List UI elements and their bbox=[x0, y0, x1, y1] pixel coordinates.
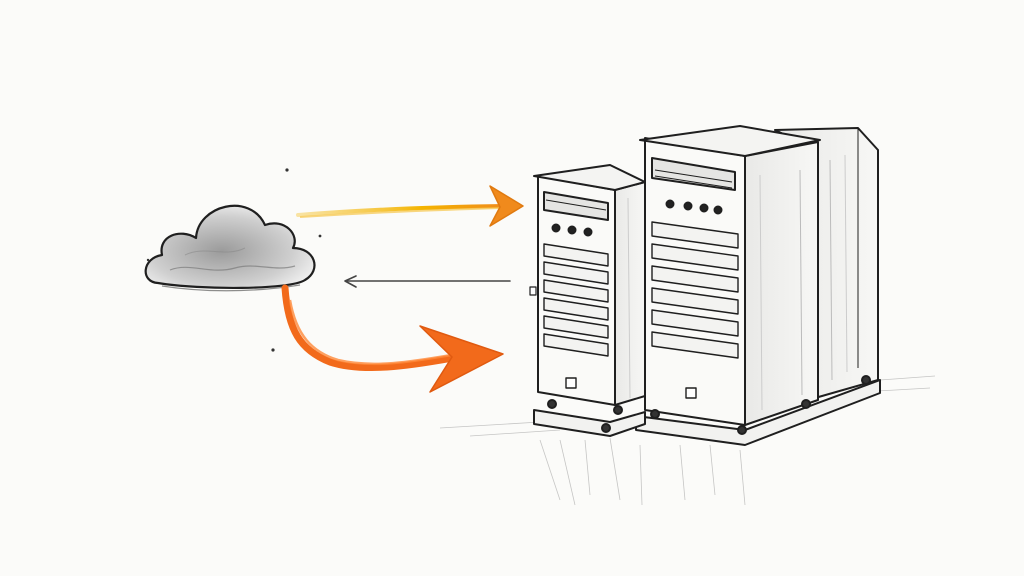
server-rack-icon bbox=[635, 125, 881, 446]
gray-arrow-icon bbox=[344, 275, 511, 288]
server-rack-icon bbox=[529, 164, 646, 437]
yellow-arrow-icon bbox=[296, 185, 524, 227]
cloud-icon bbox=[144, 204, 316, 292]
sketch-dots bbox=[146, 168, 322, 352]
orange-arrow-icon bbox=[281, 284, 504, 393]
